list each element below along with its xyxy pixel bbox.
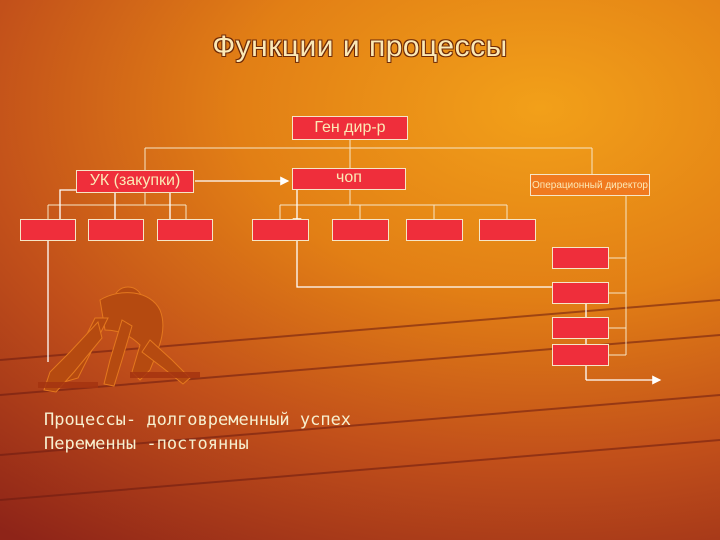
body-line: Переменны -постоянны [44, 434, 249, 454]
operations-sub-box [552, 247, 609, 269]
operations-sub-box [552, 344, 609, 366]
runner-icon [43, 286, 191, 393]
procurement-sub-box [20, 219, 76, 241]
security-sub-box [479, 219, 536, 241]
slide-body-text: Процессы- долговременный успех Переменны… [44, 408, 351, 456]
procurement-sub-box [88, 219, 144, 241]
body-line: Процессы- долговременный успех [44, 410, 352, 430]
operations-director-box [530, 174, 650, 196]
operations-director-label: Операционный директор [532, 180, 648, 191]
security-sub-box [252, 219, 309, 241]
slide-title: Функции и процессы [212, 30, 508, 63]
security-label: чоп [336, 169, 362, 186]
procurement-box [76, 170, 194, 193]
security-sub-box [406, 219, 463, 241]
ceo-label: Ген дир-р [314, 119, 386, 136]
procurement-sub-box [157, 219, 213, 241]
security-box [292, 168, 406, 190]
procurement-label: УК (закупки) [89, 172, 181, 189]
operations-sub-box [552, 282, 609, 304]
operations-sub-box [552, 317, 609, 339]
security-sub-box [332, 219, 389, 241]
ceo-box [292, 116, 408, 140]
